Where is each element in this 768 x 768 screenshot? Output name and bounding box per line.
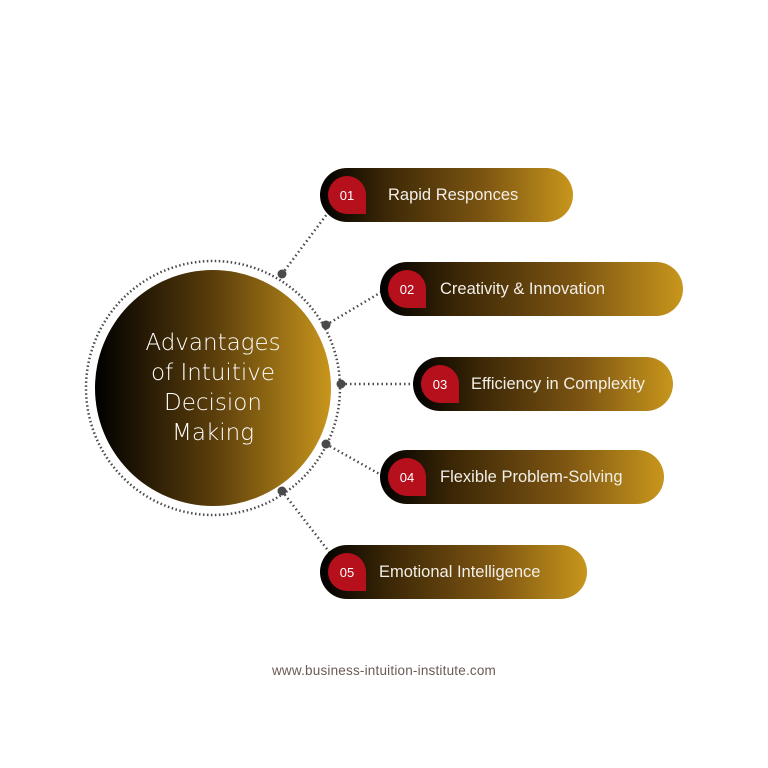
item-pill-04: 04 Flexible Problem-Solving <box>380 450 664 504</box>
item-number-badge: 04 <box>388 458 426 496</box>
center-hub: Advantages of Intuitive Decision Making <box>95 270 331 506</box>
connector-dot <box>321 439 331 449</box>
item-pill-05: 05 Emotional Intelligence <box>320 545 587 599</box>
center-title: Advantages of Intuitive Decision Making <box>145 330 281 446</box>
connector-dot <box>321 320 331 330</box>
item-label: Rapid Responces <box>388 185 519 204</box>
item-number-badge: 02 <box>388 270 426 308</box>
footer-url: www.business-intuition-institute.com <box>271 663 497 678</box>
item-number-badge: 05 <box>328 553 366 591</box>
item-number-badge: 01 <box>328 176 366 214</box>
item-pill-02: 02 Creativity & Innovation <box>380 262 683 316</box>
item-label: Creativity & Innovation <box>440 279 606 298</box>
connector-dot <box>277 269 287 279</box>
item-label: Efficiency in Complexity <box>471 374 645 393</box>
item-number-badge: 03 <box>421 365 459 403</box>
connector-dot <box>277 486 287 496</box>
item-pill-03: 03 Efficiency in Complexity <box>413 357 673 411</box>
connector-dot <box>336 379 346 389</box>
item-label: Flexible Problem-Solving <box>440 467 623 486</box>
item-label: Emotional Intelligence <box>379 562 541 581</box>
item-pill-01: 01 Rapid Responces <box>320 168 573 222</box>
